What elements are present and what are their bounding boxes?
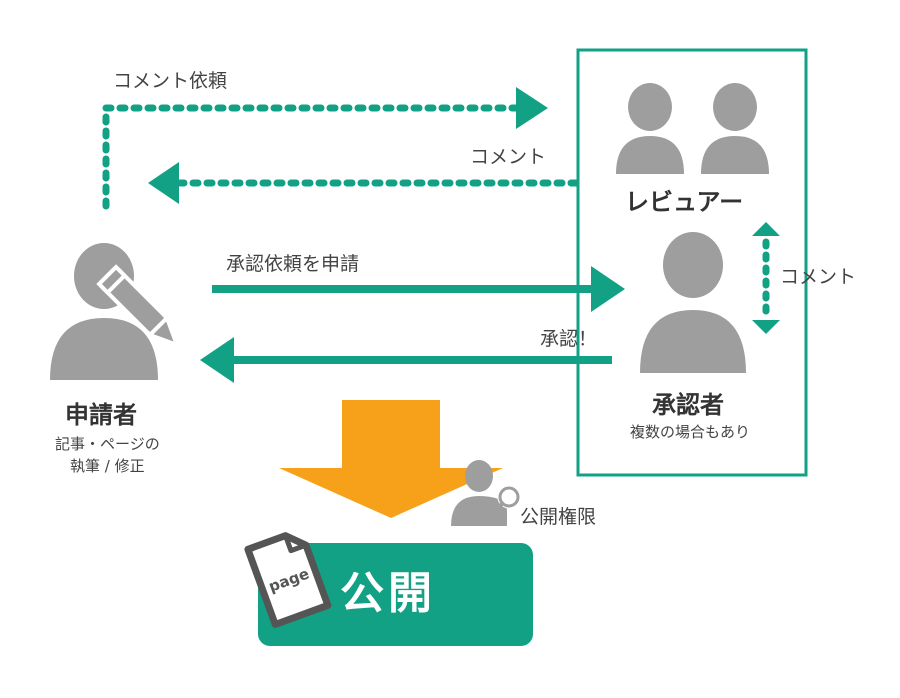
key-person-icon xyxy=(451,460,521,526)
approver-person-icon xyxy=(640,232,746,373)
reviewer-frame xyxy=(576,48,808,477)
comment-return-arrow xyxy=(148,162,580,204)
applicant-title: 申請者 xyxy=(65,401,137,429)
approval-request-label: 承認依頼を申請 xyxy=(226,253,360,275)
comment-request-arrow xyxy=(102,87,548,210)
comment-top-label: コメント xyxy=(470,146,547,168)
applicant-note-1: 記事・ページの xyxy=(55,435,160,453)
approval-request-arrow xyxy=(212,266,625,312)
pencil-icon xyxy=(96,264,179,347)
publish-flow-arrow xyxy=(279,400,503,518)
reviewer-title: レビュアー xyxy=(625,188,744,216)
reviewer-approver-comment-arrow xyxy=(752,222,780,334)
publish-label: 公開 xyxy=(340,568,436,619)
comment-request-label: コメント依頼 xyxy=(113,70,228,92)
approver-title: 承認者 xyxy=(652,391,724,419)
page-document-icon: page xyxy=(244,532,332,628)
publish-box xyxy=(258,543,533,646)
comment-side-label: コメント xyxy=(780,266,857,288)
approved-label: 承認！ xyxy=(540,328,598,350)
approved-arrow xyxy=(200,337,612,383)
reviewer-person-icon xyxy=(616,83,769,174)
publish-permission-label: 公開権限 xyxy=(520,506,597,528)
applicant-note-2: 執筆 / 修正 xyxy=(70,457,145,475)
approver-note: 複数の場合もあり xyxy=(630,423,751,441)
